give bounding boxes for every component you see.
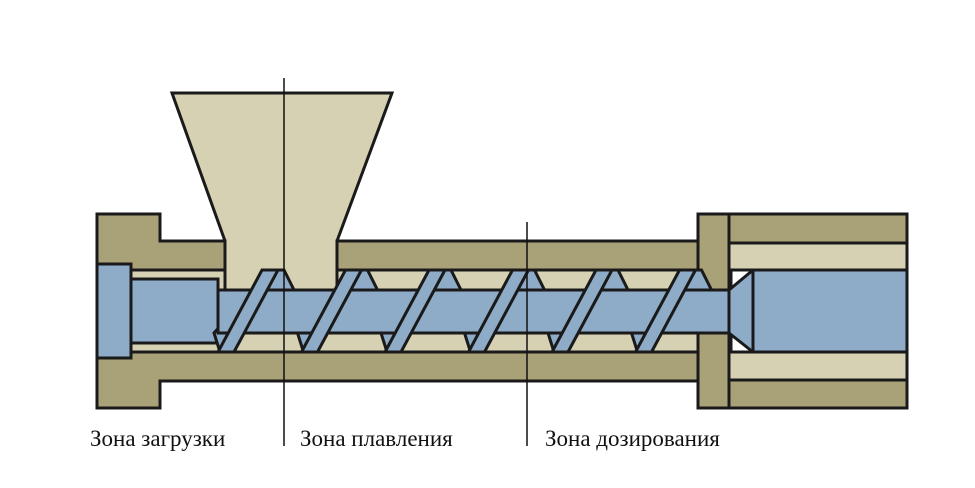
die-bottom (727, 378, 909, 410)
screw-flight (298, 268, 365, 354)
barrel-upper-left (95, 212, 227, 272)
label-metering-zone: Зона дозирования (545, 426, 720, 451)
die-light-bottom (727, 350, 909, 382)
screw-flight (549, 268, 615, 354)
die-top (727, 212, 909, 245)
screw-flight (465, 268, 532, 354)
die-light-top (727, 241, 909, 272)
screw-flight (632, 268, 699, 354)
screw-tip-cone (727, 268, 909, 354)
label-melting-zone: Зона плавления (300, 426, 453, 451)
barrel-upper (335, 239, 702, 272)
screw-shank (129, 277, 220, 345)
barrel-lower (95, 350, 702, 410)
screw-drive-end (95, 262, 133, 360)
label-feed-zone: Зона загрузки (90, 426, 226, 451)
screw-flight (382, 268, 448, 354)
screw-flight (215, 268, 281, 354)
